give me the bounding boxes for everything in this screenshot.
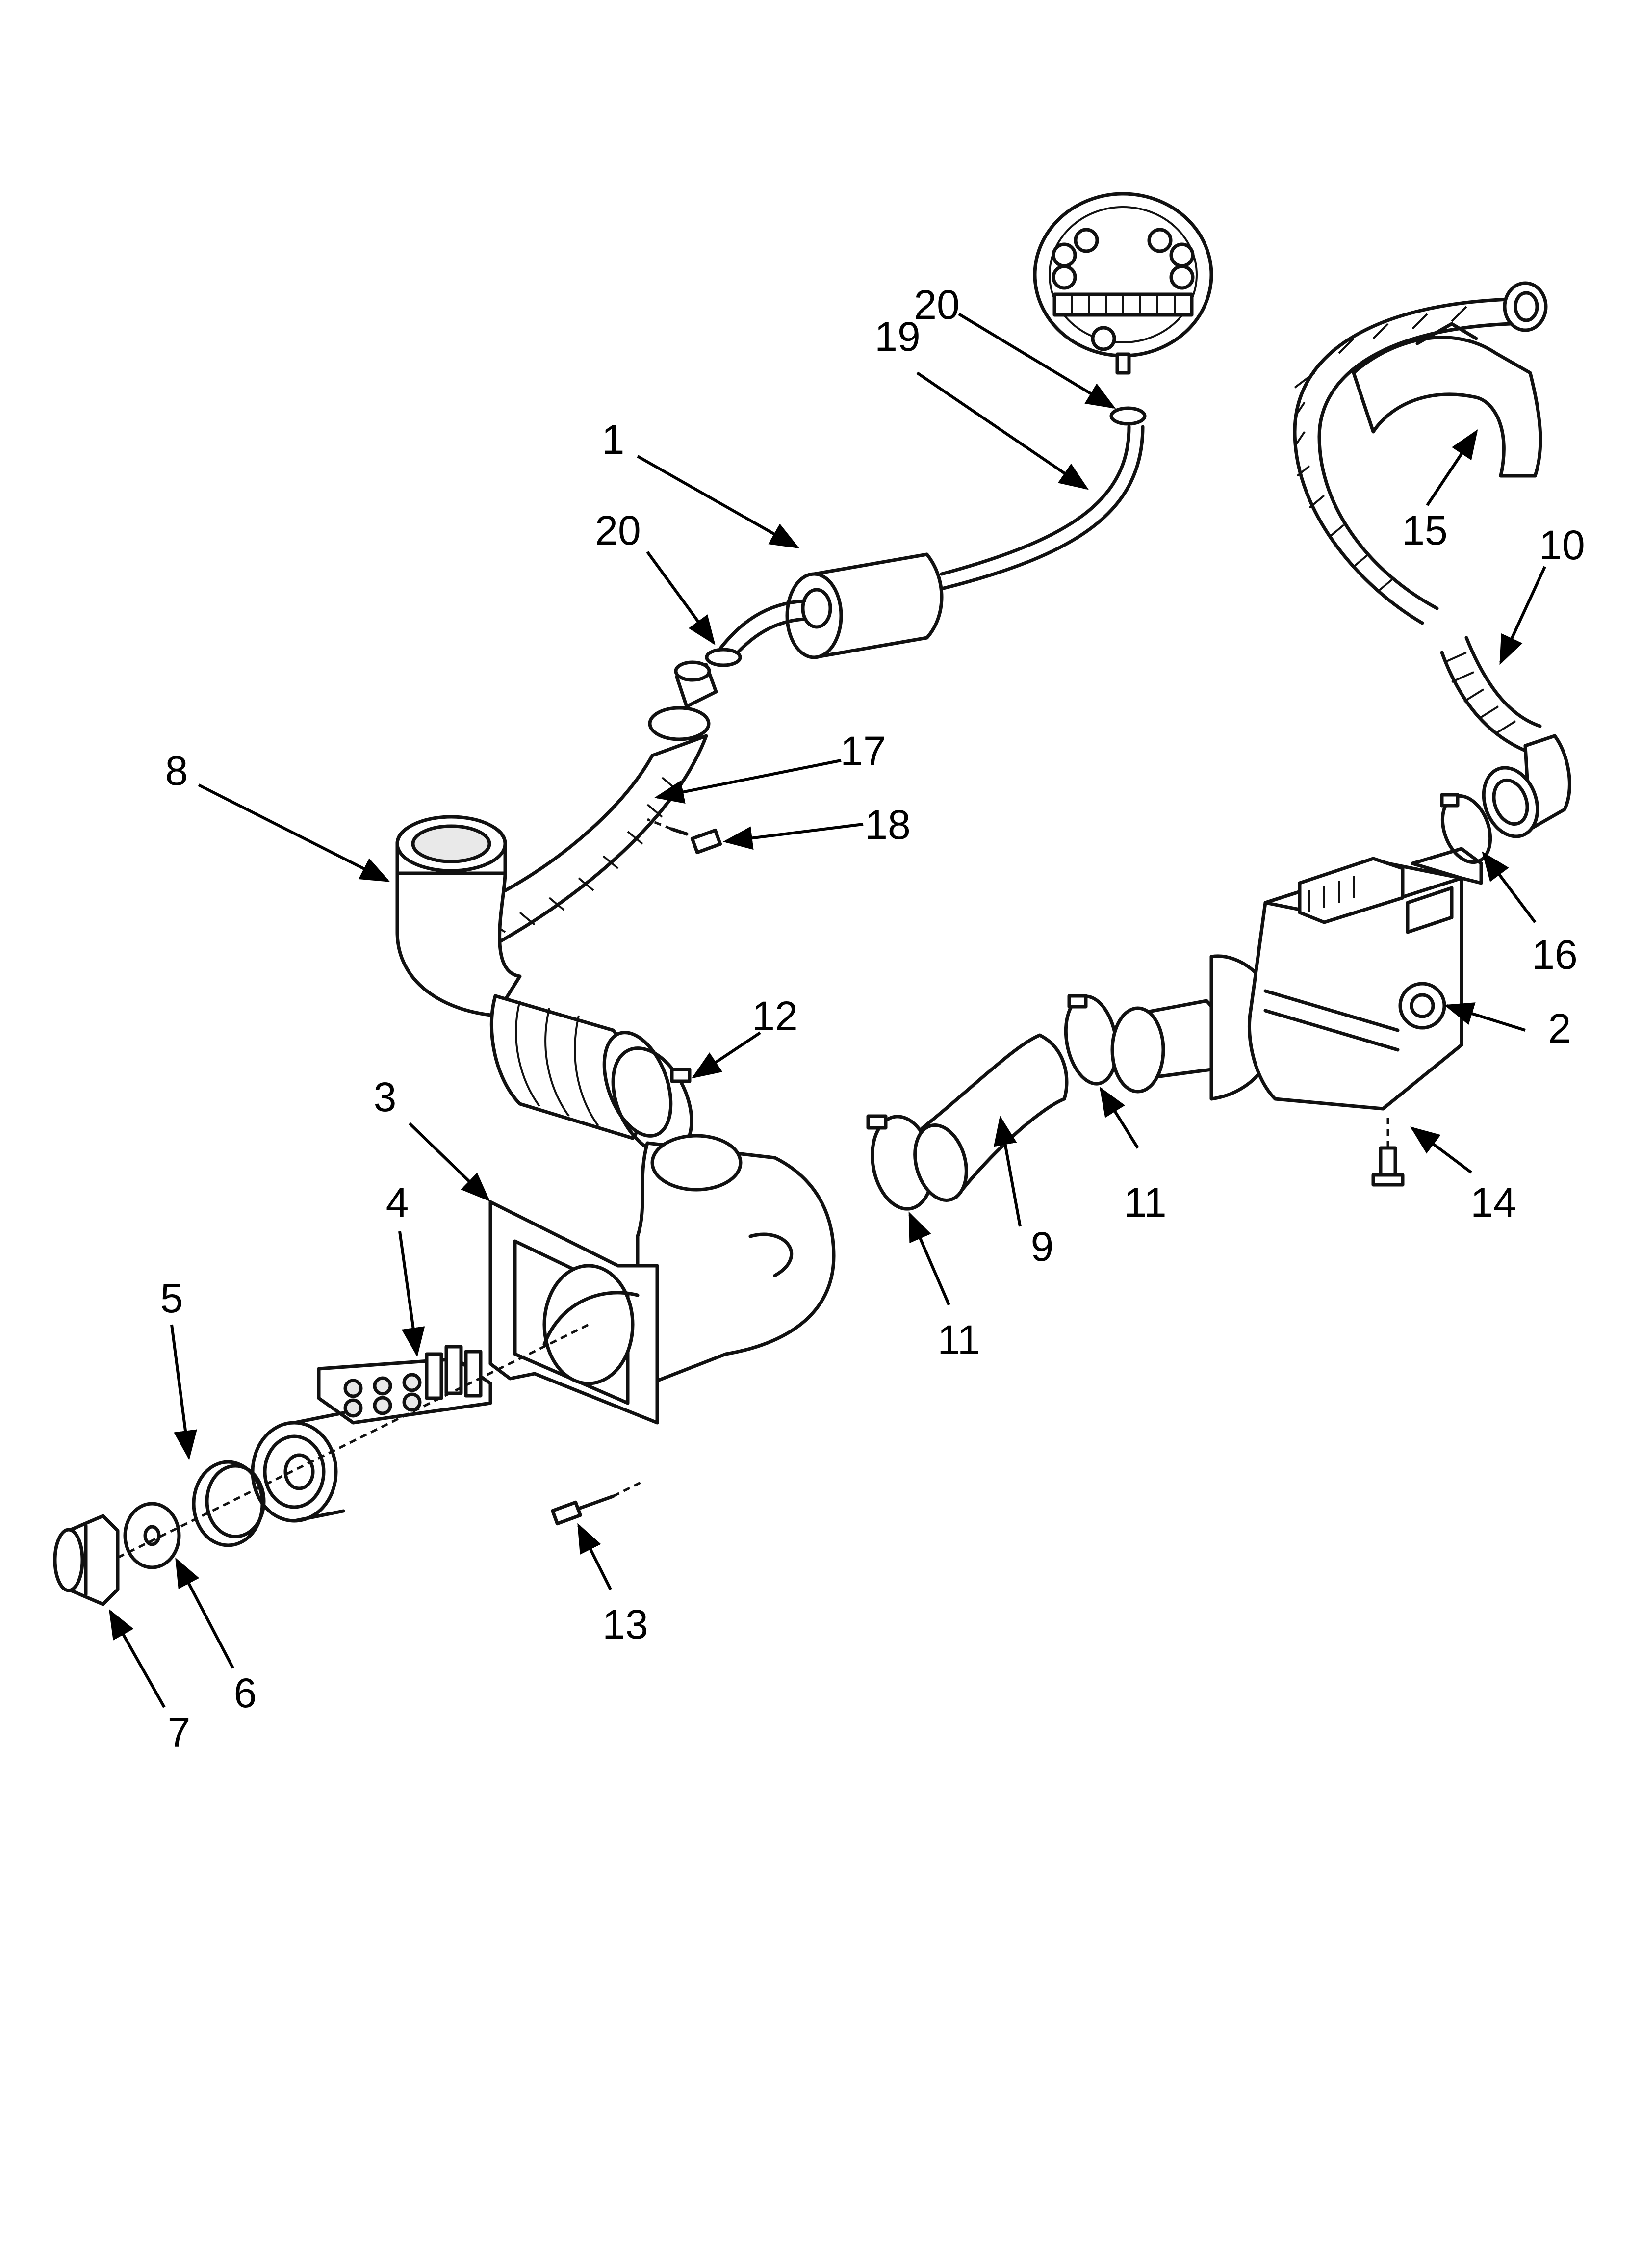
hose-clamp-16 [1440,793,1492,864]
corrugated-drain-hose [1293,281,1548,625]
pressure-switch [1033,192,1213,375]
callout-1: 1 [602,417,625,463]
tub-hose-assembly [395,706,711,1140]
callout-4: 4 [386,1179,409,1225]
callout-15: 15 [1402,507,1447,553]
callout-9: 9 [1031,1224,1054,1270]
screw-14 [1371,1146,1405,1187]
callout-11-right: 11 [1124,1179,1166,1225]
callout-17: 17 [840,728,886,774]
callout-13: 13 [602,1601,648,1647]
callout-6: 6 [234,1670,257,1716]
screw-13 [551,1494,615,1526]
leaders [109,313,1546,1708]
callout-19: 19 [874,313,920,360]
callout-20-top: 20 [914,282,959,328]
callout-2: 2 [1548,1005,1571,1051]
callout-10: 10 [1539,522,1585,568]
hose-clamp-top [1109,406,1147,426]
o-ring [192,1460,266,1547]
callout-16: 16 [1532,932,1577,978]
callout-3: 3 [374,1074,397,1120]
callout-20-lower: 20 [595,507,641,553]
filter-grommet [251,1411,345,1523]
callout-8: 8 [165,748,188,794]
callout-18: 18 [865,802,910,848]
callout-5: 5 [160,1275,183,1321]
hose-hanger-clip [1352,322,1542,478]
drain-filter [317,1345,492,1425]
hose-clamp-lower [674,648,742,708]
drain-pump-motor [1110,847,1483,1111]
screw-18 [670,827,722,855]
callout-12: 12 [752,993,797,1039]
callout-11-left: 11 [937,1317,980,1363]
filter-knob [53,1514,120,1606]
callout-7: 7 [168,1709,191,1755]
air-dome-filter [719,552,944,659]
drain-hose [913,1033,1069,1202]
callout-14: 14 [1470,1179,1516,1225]
filter-washer [123,1502,181,1569]
drain-pump-housing [488,1134,836,1425]
callout-labels: 1 2 3 4 5 6 7 8 9 10 11 11 12 13 14 15 1… [160,282,1585,1755]
lower-drain-hose [1440,636,1571,838]
pressure-hose [940,425,1145,591]
